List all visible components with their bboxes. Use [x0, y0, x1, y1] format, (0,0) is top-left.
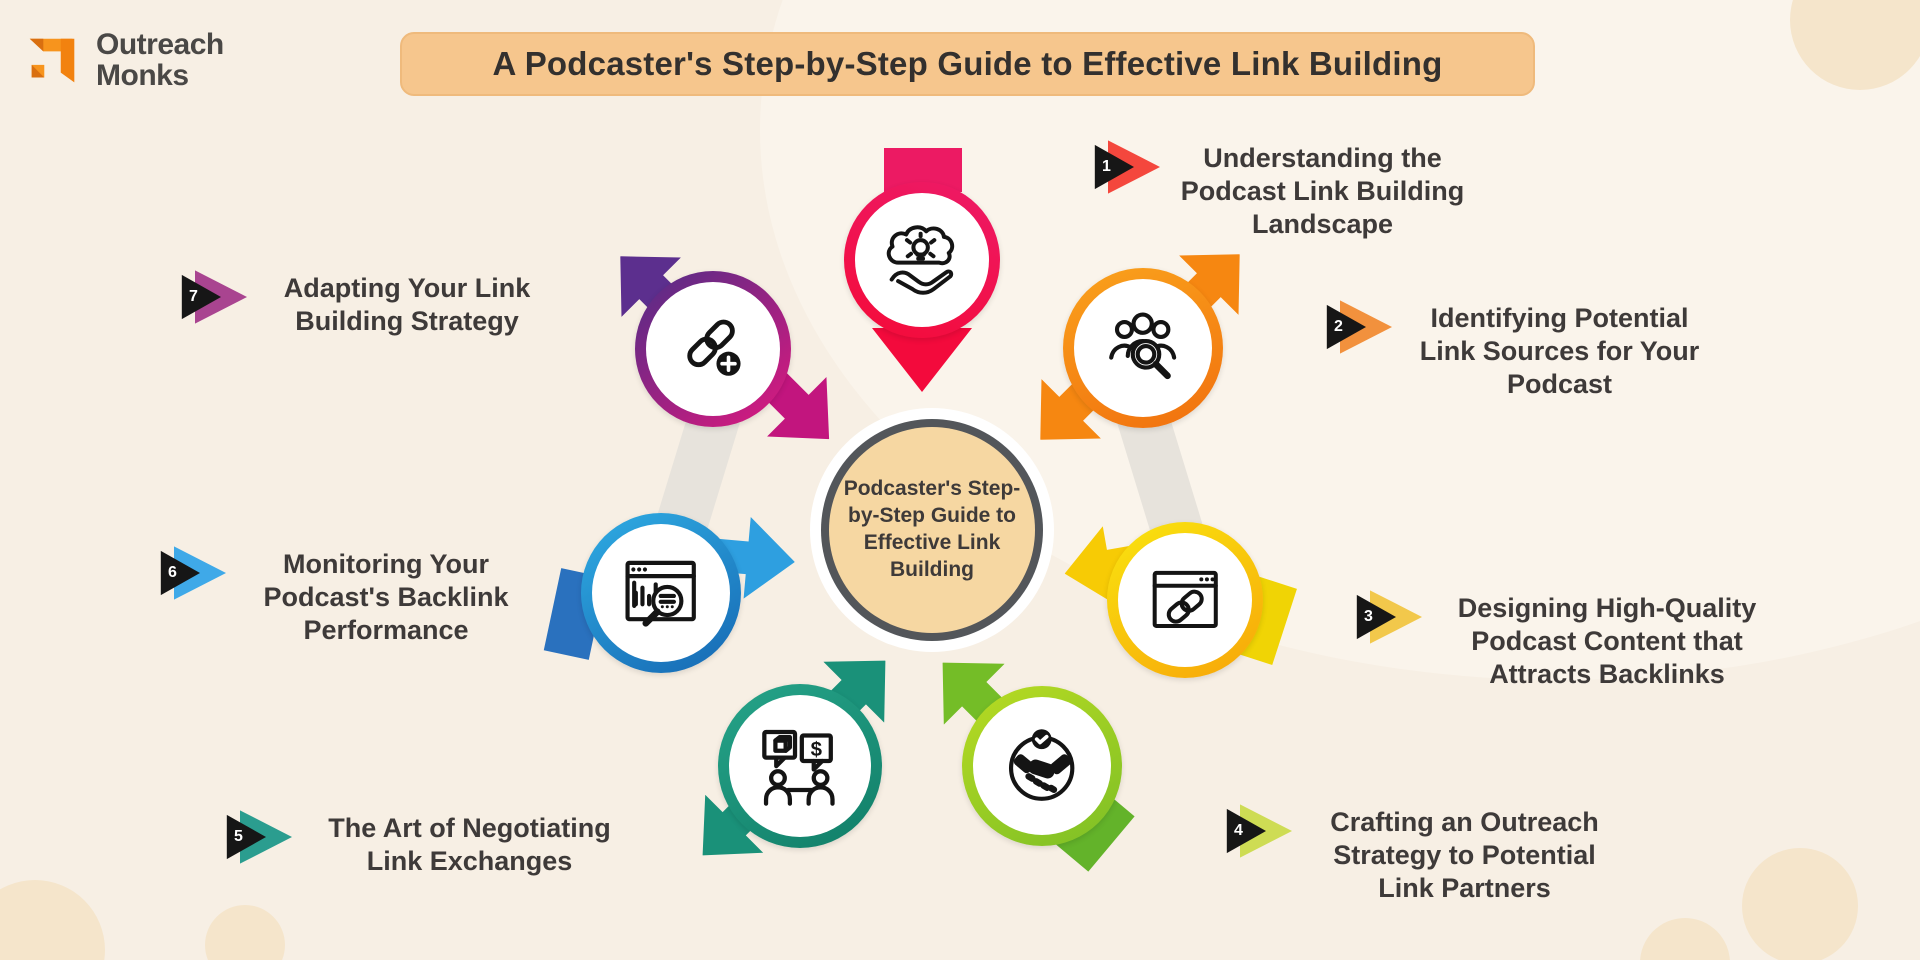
step-2-title: Identifying Potential Link Sources for Y…	[1419, 303, 1700, 399]
background-blob	[1742, 848, 1858, 960]
browser-link-icon	[1152, 570, 1218, 628]
step-7-label: 7 Adapting Your Link Building Strategy	[181, 270, 557, 338]
background-blob	[0, 880, 105, 960]
step-1-circle	[844, 182, 1000, 338]
step-1-disc	[855, 193, 989, 327]
step-7-circle	[635, 271, 791, 427]
step-1-label: 1 Understanding the Podcast Link Buildin…	[1094, 140, 1475, 241]
handshake-icon	[1009, 729, 1075, 802]
title-banner: A Podcaster's Step-by-Step Guide to Effe…	[400, 32, 1535, 96]
step-2-disc	[1074, 279, 1212, 417]
brand-logo: Outreach Monks	[22, 30, 224, 92]
step-7-title: Adapting Your Link Building Strategy	[283, 273, 531, 336]
step-5-circle: $	[718, 684, 882, 848]
step-2-circle	[1063, 268, 1223, 428]
step-4-marker: 4	[1226, 802, 1292, 860]
step-4-title: Crafting an Outreach Strategy to Potenti…	[1330, 807, 1599, 903]
audience-search-icon	[1109, 312, 1177, 380]
step-number: 1	[1102, 158, 1111, 175]
brand-name: Outreach Monks	[96, 30, 224, 91]
step-5-title: The Art of Negotiating Link Exchanges	[328, 813, 611, 876]
step-5-label: 5 The Art of Negotiating Link Exchanges	[226, 810, 637, 878]
background-blob	[1640, 918, 1730, 960]
center-title: Podcaster's Step-by-Step Guide to Effect…	[843, 477, 1021, 581]
step-4-circle	[962, 686, 1122, 846]
step-1-title: Understanding the Podcast Link Building …	[1180, 143, 1465, 239]
step-number: 7	[189, 288, 198, 305]
center-fill: Podcaster's Step-by-Step Guide to Effect…	[829, 427, 1035, 633]
step-5-marker: 5	[226, 808, 292, 866]
step-number: 2	[1334, 318, 1343, 335]
step-1-marker: 1	[1094, 138, 1160, 196]
step-number: 6	[168, 564, 177, 581]
step-4-disc	[973, 697, 1111, 835]
step-3-label: 3 Designing High-Quality Podcast Content…	[1356, 590, 1782, 691]
negotiation-icon: $	[762, 729, 835, 806]
svg-text:$: $	[810, 738, 822, 761]
outreach-monks-logo-icon	[29, 38, 75, 83]
step-3-disc	[1118, 533, 1252, 667]
step-6-circle	[581, 513, 741, 673]
step-5-disc: $	[729, 695, 871, 837]
analytics-search-icon	[625, 561, 697, 627]
idea-hand-icon	[886, 225, 954, 295]
step-number: 5	[234, 828, 243, 845]
brand-line2: Monks	[96, 59, 189, 92]
step-3-title: Designing High-Quality Podcast Content t…	[1457, 593, 1757, 689]
step-6-disc	[592, 524, 730, 662]
step-6-marker: 6	[160, 544, 226, 602]
brand-line1: Outreach	[96, 28, 224, 62]
background-blob	[205, 905, 285, 960]
step-2-label: 2 Identifying Potential Link Sources for…	[1326, 300, 1717, 401]
step-4-label: 4 Crafting an Outreach Strategy to Poten…	[1226, 804, 1627, 905]
link-plus-icon	[687, 319, 741, 376]
step-7-marker: 7	[181, 268, 247, 326]
step-6-title: Monitoring Your Podcast's Backlink Perfo…	[263, 549, 509, 645]
step-3-circle	[1107, 522, 1263, 678]
step-3-marker: 3	[1356, 588, 1422, 646]
center-hub: Podcaster's Step-by-Step Guide to Effect…	[810, 408, 1054, 652]
step-number: 4	[1234, 822, 1243, 839]
step-number: 3	[1364, 608, 1373, 625]
center-ring: Podcaster's Step-by-Step Guide to Effect…	[821, 419, 1043, 641]
step-2-marker: 2	[1326, 298, 1392, 356]
page-title: A Podcaster's Step-by-Step Guide to Effe…	[492, 45, 1443, 82]
step-6-label: 6 Monitoring Your Podcast's Backlink Per…	[160, 546, 536, 647]
step-7-disc	[646, 282, 780, 416]
